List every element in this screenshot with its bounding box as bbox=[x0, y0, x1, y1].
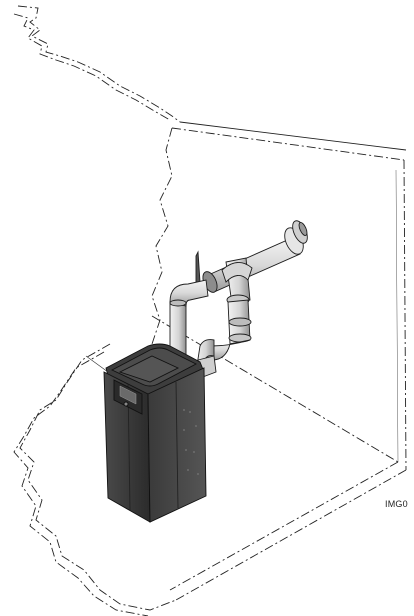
wall-top-cut bbox=[17, 5, 181, 123]
boiler-unit bbox=[103, 343, 207, 523]
floor-markings bbox=[85, 355, 109, 373]
floor-edge-right-2 bbox=[169, 461, 399, 591]
right-wall-edge bbox=[403, 159, 407, 471]
floor-edge-right bbox=[175, 469, 407, 601]
back-wall-top-edge bbox=[179, 121, 407, 151]
wall-corner-cut bbox=[151, 127, 173, 345]
image-code-label: IMG0 bbox=[385, 499, 408, 509]
floor-left-cut bbox=[19, 343, 177, 611]
side-vents bbox=[183, 409, 199, 475]
control-knob bbox=[123, 401, 129, 407]
vent-piping bbox=[169, 220, 308, 379]
back-wall-top-edge-inner bbox=[171, 127, 405, 161]
right-wall-edge-2 bbox=[395, 169, 399, 463]
vent-terminal-pipe bbox=[205, 237, 301, 293]
floor-left-cut-inner bbox=[13, 351, 149, 616]
wall-floor-line bbox=[151, 315, 399, 463]
pipe-bracket bbox=[195, 250, 201, 285]
wall-top-cut-inner bbox=[13, 13, 171, 121]
control-display bbox=[119, 385, 137, 405]
room-outline bbox=[13, 5, 407, 616]
